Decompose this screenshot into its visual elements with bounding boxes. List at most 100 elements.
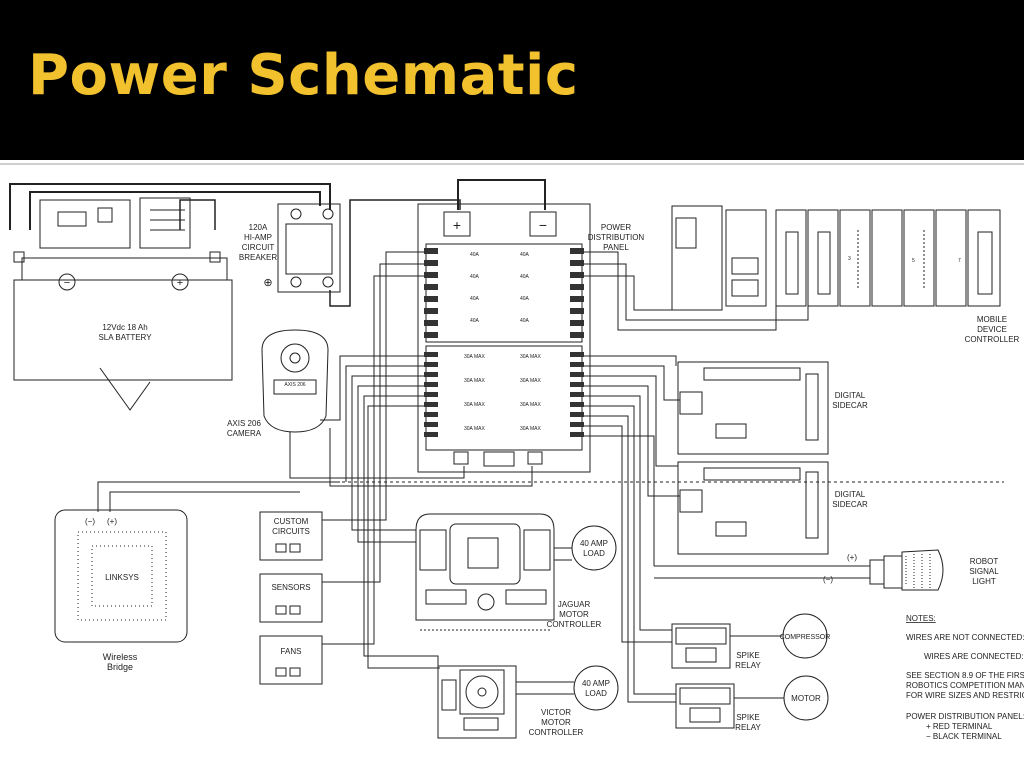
notes-red-terminal: + RED TERMINAL: [926, 722, 993, 731]
sensors-box: [259, 573, 323, 623]
jaguar-label-line1: JAGUAR: [558, 600, 591, 609]
notes-section-line2: ROBOTICS COMPETITION MANUAL: [906, 681, 1024, 690]
load1-label-line1: 40 AMP: [580, 539, 608, 548]
mobile-controller-label-line3: CONTROLLER: [965, 335, 1020, 344]
slide-title: Power Schematic: [28, 43, 579, 108]
victor-label-line1: VICTOR: [541, 708, 571, 717]
pdp-fuse-40a: 40A: [520, 296, 530, 302]
pdp-labels: + − 40A 40A 40A 40A 40A 40A 40A 40A 30A …: [453, 217, 645, 432]
sensors-label: SENSORS: [271, 583, 310, 592]
pdp-fuse-40a: 40A: [470, 252, 480, 258]
victor-label-line2: MOTOR: [541, 718, 571, 727]
victor-motor-controller: [437, 665, 517, 739]
victor-labels: VICTOR MOTOR CONTROLLER: [529, 708, 584, 737]
signal-wiring: [289, 251, 809, 703]
pdp-fuse-30a: 30A MAX: [464, 402, 486, 408]
breaker-labels: 120A HI-AMP CIRCUIT BREAKER ⊕: [239, 223, 277, 289]
spike1-label-line1: SPIKE: [736, 651, 760, 660]
power-distribution-panel: [417, 203, 591, 473]
spike2-label-line2: RELAY: [735, 723, 761, 732]
load-labels: 40 AMP LOAD 40 AMP LOAD: [580, 539, 610, 698]
module-slot-7: 7: [958, 258, 961, 264]
signal-light-plus: (+): [847, 553, 857, 562]
pdp-fuse-30a: 30A MAX: [464, 378, 486, 384]
jaguar-label-line3: CONTROLLER: [547, 620, 602, 629]
pdp-fuse-30a: 30A MAX: [520, 354, 542, 360]
compressor: [782, 613, 828, 659]
bridge-brand: LINKSYS: [105, 573, 139, 582]
compressor-label: COMPRESSOR: [780, 634, 831, 641]
mobile-controller-label-line2: DEVICE: [977, 325, 1007, 334]
breaker-label-line1: 120A: [249, 223, 268, 232]
load2-label-line1: 40 AMP: [582, 679, 610, 688]
notes-panel: NOTES: WIRES ARE NOT CONNECTED: WIRES AR…: [906, 614, 1024, 741]
digital-sidecar-1: [677, 361, 829, 455]
breaker-label-line3: CIRCUIT: [242, 243, 275, 252]
battery-minus-terminal: −: [64, 277, 70, 289]
pdp-label-line1: POWER: [601, 223, 631, 232]
sidecar-labels: DIGITAL SIDECAR DIGITAL SIDECAR: [832, 391, 868, 509]
circuit-breaker: [277, 203, 341, 293]
mobile-device-controller: [671, 205, 1001, 311]
bridge-labels: (−) (+) LINKSYS Wireless Bridge: [85, 517, 139, 672]
signal-light-label-line3: LIGHT: [972, 577, 996, 586]
sidecar2-label-line2: SIDECAR: [832, 500, 868, 509]
battery-label-line2: SLA BATTERY: [98, 333, 152, 342]
camera-labels: AXIS 206 AXIS 206 CAMERA: [227, 382, 306, 438]
notes-section-line3: FOR WIRE SIZES AND RESTRICTIONS: [906, 691, 1024, 700]
pdp-fuse-30a: 30A MAX: [520, 378, 542, 384]
pdp-fuse-40a: 40A: [520, 252, 530, 258]
load2-label-line2: LOAD: [585, 689, 607, 698]
notes-section-line1: SEE SECTION 8.9 OF THE FIRST: [906, 671, 1024, 680]
relay-labels: SPIKE RELAY SPIKE RELAY COMPRESSOR MOTOR: [735, 634, 830, 732]
notes-pdp-heading: POWER DISTRIBUTION PANEL:: [906, 712, 1024, 721]
main-power-wires: [9, 179, 546, 307]
jaguar-motor-controller: [415, 513, 555, 631]
wireless-bridge: [54, 481, 1004, 643]
pdp-minus-terminal: −: [539, 217, 547, 233]
header-divider: [0, 163, 1024, 165]
spike-relay-1: [671, 623, 782, 669]
jaguar-label-line2: MOTOR: [559, 610, 589, 619]
peripheral-box-labels: CUSTOM CIRCUITS SENSORS FANS: [271, 517, 310, 656]
spike-relay-2: [675, 683, 784, 729]
axis-camera: [261, 329, 329, 433]
notes-connected: WIRES ARE CONNECTED:: [924, 652, 1024, 661]
custom-circuits-label-line2: CIRCUITS: [272, 527, 310, 536]
pdp-fuse-30a: 30A MAX: [520, 402, 542, 408]
notes-heading: NOTES:: [906, 614, 936, 623]
robot-signal-light: [654, 549, 944, 591]
mobile-controller-label-line1: MOBILE: [977, 315, 1007, 324]
breaker-label-line2: HI-AMP: [244, 233, 272, 242]
sidecar2-label-line1: DIGITAL: [835, 490, 866, 499]
motor: [783, 675, 829, 721]
fans-label: FANS: [281, 647, 302, 656]
fans-box: [259, 635, 323, 685]
motor-label: MOTOR: [791, 694, 821, 703]
signal-light-labels: (+) (−) ROBOT SIGNAL LIGHT: [823, 553, 999, 586]
spike1-label-line2: RELAY: [735, 661, 761, 670]
victor-label-line3: CONTROLLER: [529, 728, 584, 737]
mobile-controller-labels: 3 5 7 MOBILE DEVICE CONTROLLER: [848, 256, 1020, 344]
camera-badge: AXIS 206: [284, 382, 305, 388]
pdp-label-line3: PANEL: [603, 243, 629, 252]
module-slot-5: 5: [912, 258, 915, 264]
sidecar1-label-line2: SIDECAR: [832, 401, 868, 410]
breaker-ground-symbol: ⊕: [263, 277, 272, 289]
bridge-plus: (+): [107, 517, 117, 526]
signal-light-label-line1: ROBOT: [970, 557, 999, 566]
camera-label-line2: CAMERA: [227, 429, 262, 438]
slide-header: Power Schematic: [0, 0, 1024, 160]
pdp-fuse-30a: 30A MAX: [464, 354, 486, 360]
bridge-label-line2: Bridge: [107, 662, 133, 672]
pdp-fuse-40a: 40A: [520, 274, 530, 280]
pdp-fuse-40a: 40A: [470, 274, 480, 280]
battery-plus-terminal: +: [177, 277, 183, 289]
pdp-label-line2: DISTRIBUTION: [588, 233, 645, 242]
breaker-label-line4: BREAKER: [239, 253, 277, 262]
battery-label-line1: 12Vdc 18 Ah: [102, 323, 147, 332]
jaguar-labels: JAGUAR MOTOR CONTROLLER: [547, 600, 602, 629]
spike2-label-line1: SPIKE: [736, 713, 760, 722]
module-slot-3: 3: [848, 256, 851, 262]
pdp-plus-terminal: +: [453, 217, 461, 233]
